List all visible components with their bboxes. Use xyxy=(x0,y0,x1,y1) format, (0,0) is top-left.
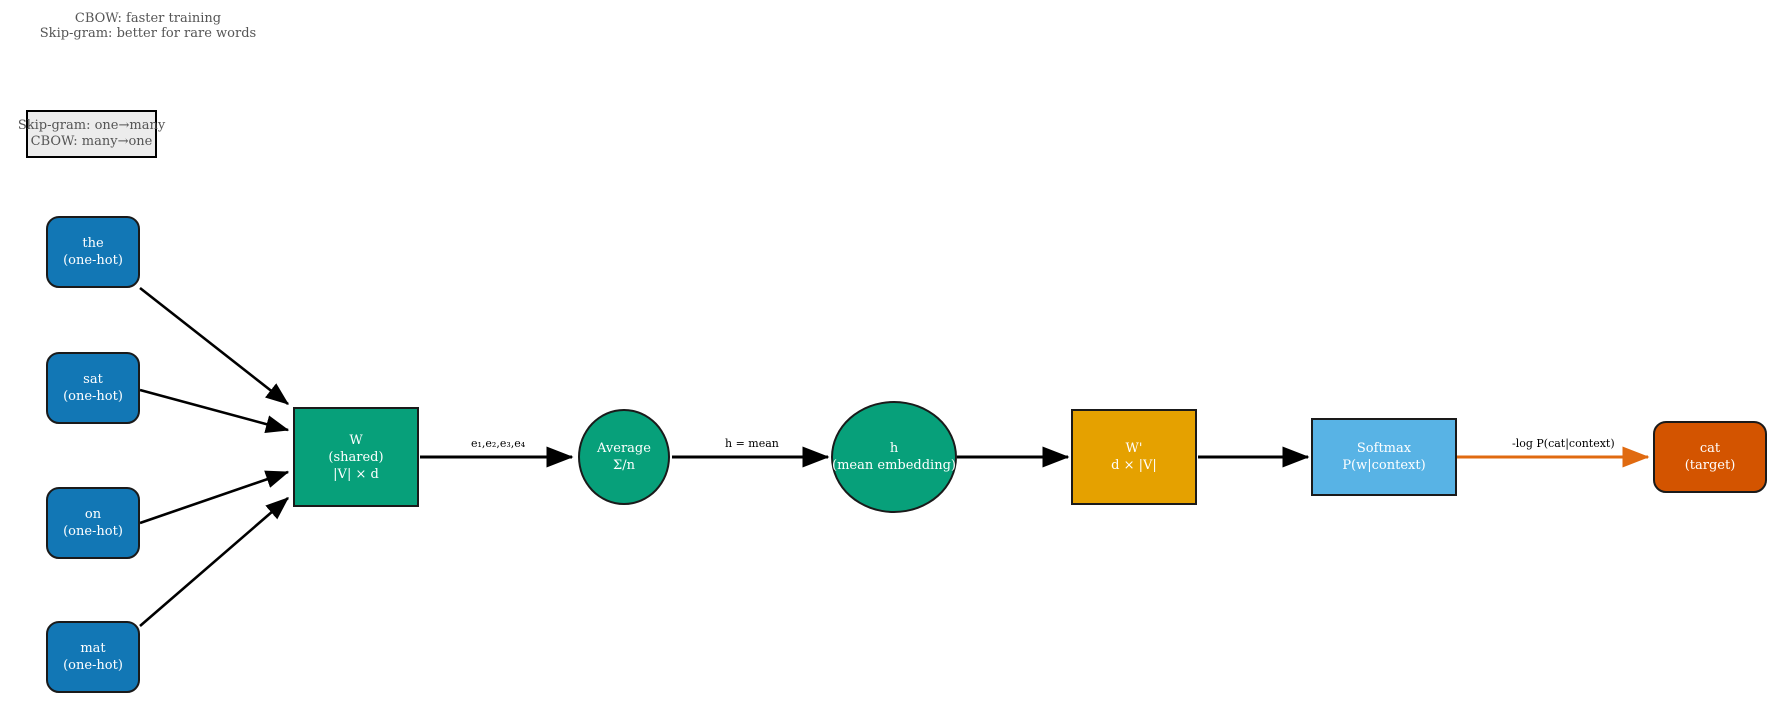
node-softmax[interactable]: Softmax P(w|context) xyxy=(1311,418,1457,496)
edge-label-embeddings: e₁,e₂,e₃,e₄ xyxy=(471,437,526,450)
wire-on-to-w xyxy=(139,470,290,525)
node-softmax-line1: Softmax xyxy=(1356,441,1412,456)
node-w-shared-matrix[interactable]: W (shared) |V| × d xyxy=(293,407,419,507)
node-target-line2: (target) xyxy=(1684,458,1736,473)
wire-sat-to-w xyxy=(139,388,290,434)
node-target-line1: cat xyxy=(1699,441,1721,456)
input-node-on[interactable]: on (one-hot) xyxy=(46,487,140,559)
node-target-cat[interactable]: cat (target) xyxy=(1653,421,1767,493)
input-node-mat-sub: (one-hot) xyxy=(63,658,123,673)
node-w-prime-matrix[interactable]: W' d × |V| xyxy=(1071,409,1197,505)
node-average[interactable]: Average Σ/n xyxy=(578,409,670,505)
node-wprime-line2: d × |V| xyxy=(1111,458,1157,473)
input-node-the-sub: (one-hot) xyxy=(63,253,123,268)
edge-label-loss: -log P(cat|context) xyxy=(1512,437,1615,450)
node-w-line2: (shared) xyxy=(328,449,384,465)
input-node-mat[interactable]: mat (one-hot) xyxy=(46,621,140,693)
wire-mat-to-w xyxy=(139,497,289,627)
edge-label-mean: h = mean xyxy=(725,437,779,450)
node-average-line2: Σ/n xyxy=(613,458,635,473)
input-node-on-word: on xyxy=(84,507,102,522)
node-w-line1: W xyxy=(349,432,363,448)
input-node-sat-word: sat xyxy=(83,372,103,387)
input-node-sat[interactable]: sat (one-hot) xyxy=(46,352,140,424)
input-node-on-sub: (one-hot) xyxy=(63,524,123,539)
node-softmax-line2: P(w|context) xyxy=(1342,458,1426,473)
node-w-line3: |V| × d xyxy=(333,466,379,482)
node-hidden-mean-embedding[interactable]: h (mean embedding) xyxy=(831,401,957,513)
wire-the-to-w xyxy=(139,286,290,406)
input-node-the[interactable]: the (one-hot) xyxy=(46,216,140,288)
input-node-mat-word: mat xyxy=(80,641,106,656)
node-wprime-line1: W' xyxy=(1125,441,1143,456)
input-node-sat-sub: (one-hot) xyxy=(63,389,123,404)
node-average-line1: Average xyxy=(597,441,651,456)
node-hidden-line2: (mean embedding) xyxy=(832,458,956,473)
node-hidden-line1: h xyxy=(889,441,899,456)
input-node-the-word: the xyxy=(82,236,104,251)
legend-box: Skip-gram: one→many CBOW: many→one xyxy=(18,110,165,158)
top-annotation-note: CBOW: faster training Skip-gram: better … xyxy=(39,11,257,41)
